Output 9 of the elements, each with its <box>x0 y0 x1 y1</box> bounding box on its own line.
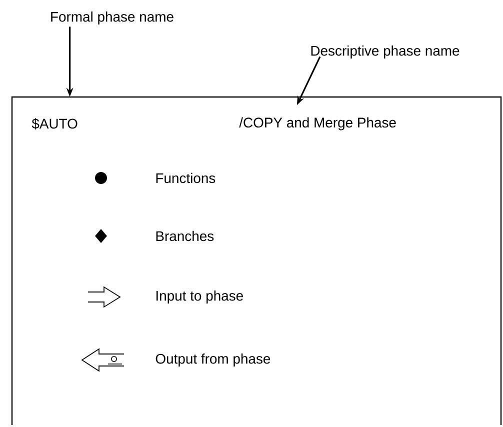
phase-name-text: $AUTO <box>32 118 78 130</box>
legend-text: Branches <box>156 230 214 242</box>
legend-text: Output from phase <box>156 354 270 366</box>
annotation-text: Descriptive phase name <box>311 46 460 58</box>
annotation-text: Formal phase name <box>51 12 174 24</box>
frame-box <box>11 96 502 425</box>
legend-text: Functions <box>156 172 216 184</box>
legend-text: Input to phase <box>156 290 243 304</box>
phase-name-text: /COPY and Merge Phase <box>239 117 396 130</box>
